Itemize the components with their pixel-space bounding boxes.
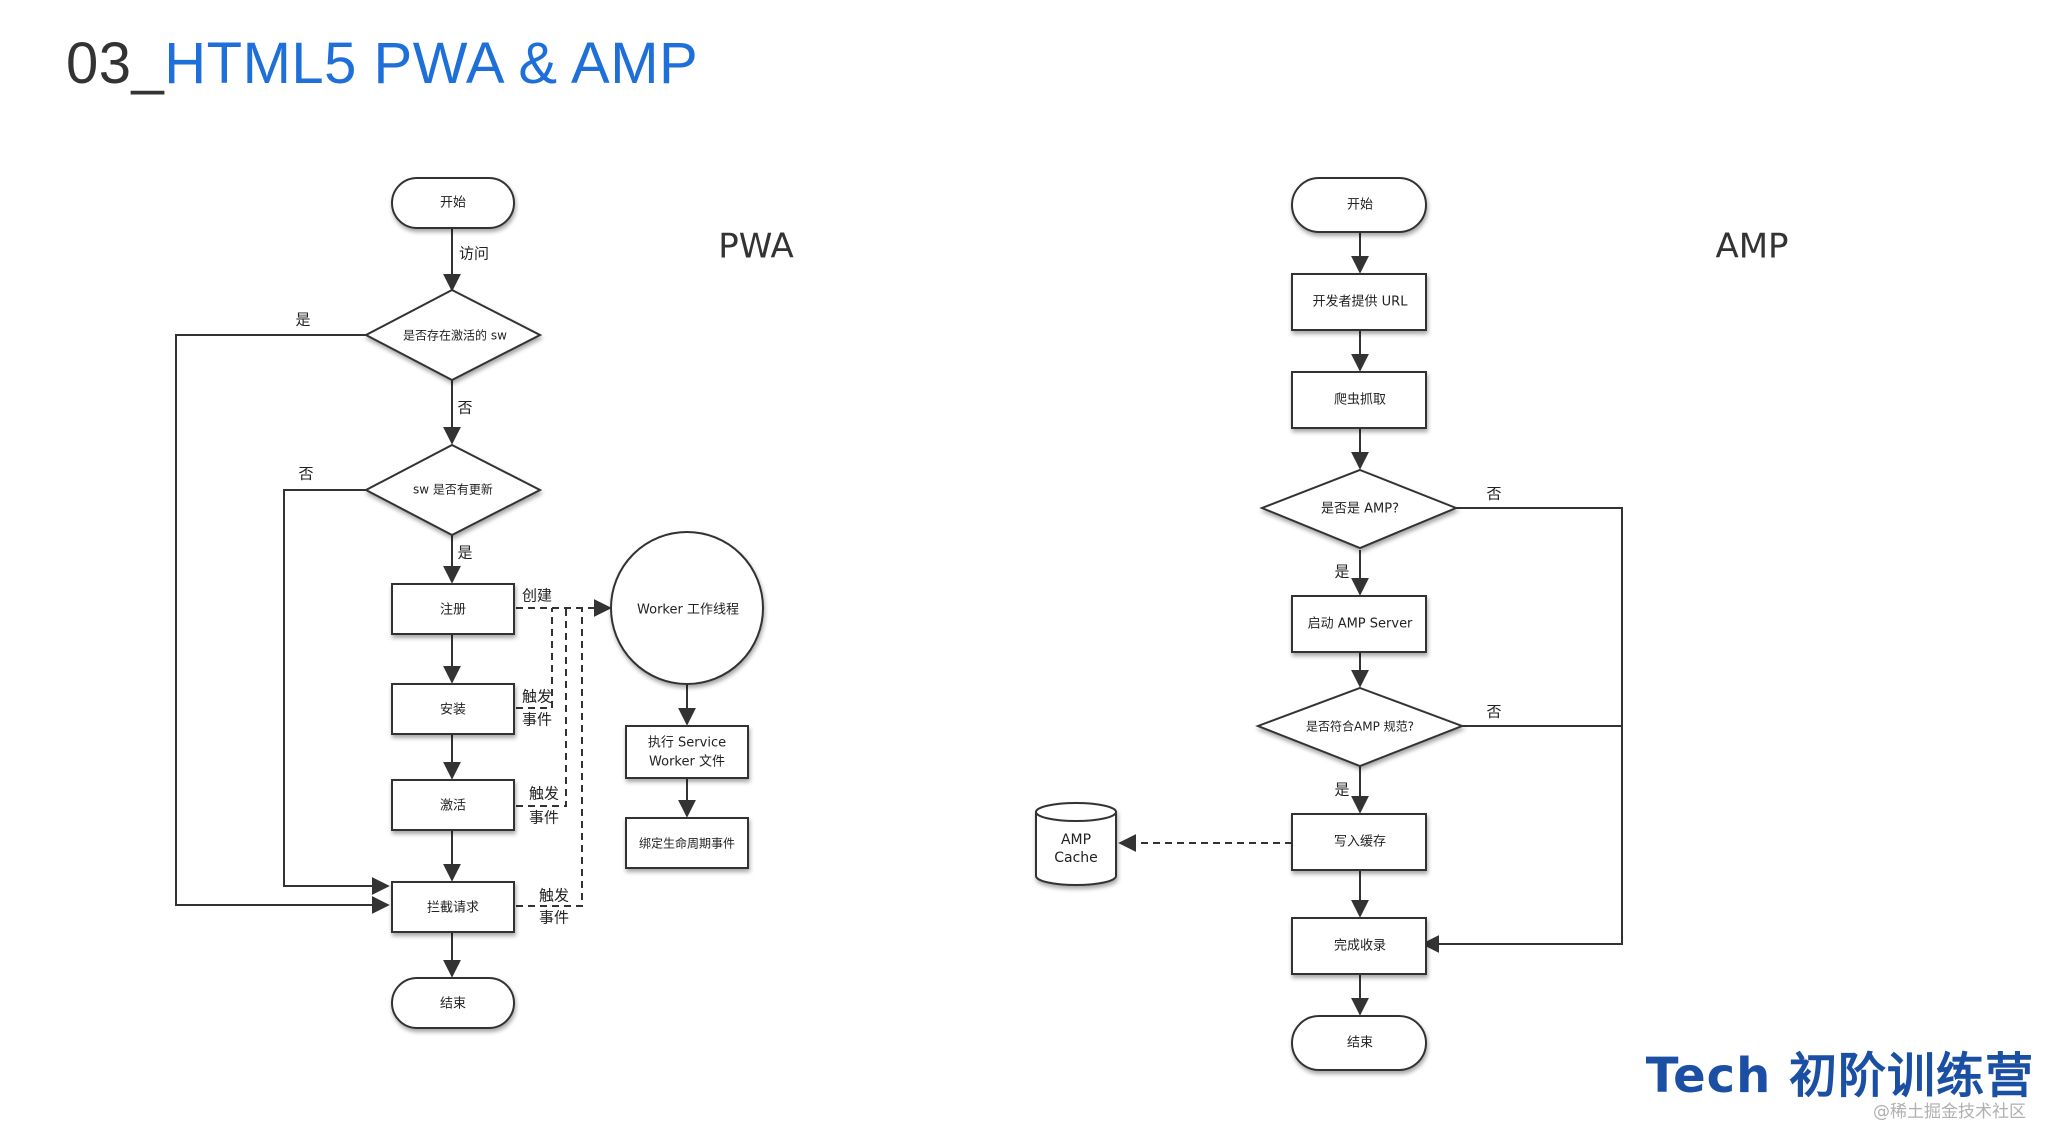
page-title: 03_HTML5 PWA & AMP	[66, 30, 698, 97]
edge-install-trigger	[516, 608, 553, 709]
amp-start-text: 开始	[1347, 198, 1373, 213]
pwa-label: PWA	[718, 227, 794, 267]
amp-end-node	[1291, 1015, 1427, 1071]
amp-cache-text-2: Cache	[1054, 850, 1098, 866]
amp-not-conform-label: 否	[1486, 703, 1501, 721]
pwa-activate-event-label: 事件	[529, 809, 559, 827]
amp-server-text: 启动 AMP Server	[1308, 617, 1413, 632]
pwa-visit-text: 访问	[459, 245, 489, 263]
pwa-active-yes-label: 是	[295, 311, 310, 329]
amp-url-node	[1291, 273, 1427, 331]
pwa-end-node	[391, 977, 515, 1029]
pwa-exec-text-1: 执行 Service	[648, 736, 726, 751]
amp-crawl-text: 爬虫抓取	[1334, 393, 1386, 408]
amp-text: AMP 开始 开发者提供 URL 爬虫抓取 是否是 AMP? 否 是 启动 AM…	[1054, 198, 1788, 1051]
pwa-dashed-edges	[516, 599, 612, 907]
edge-intercept-trigger	[516, 608, 583, 907]
amp-not-amp-label: 否	[1486, 485, 1501, 503]
amp-end-text: 结束	[1347, 1036, 1373, 1051]
amp-complete-node	[1291, 917, 1427, 975]
watermark: @稀土掘金技术社区	[1873, 1102, 2026, 1122]
amp-is-amp-text: 是否是 AMP?	[1321, 502, 1399, 517]
amp-start-node	[1291, 177, 1427, 233]
pwa-update-no-label: 否	[298, 465, 313, 483]
title-text: HTML5 PWA & AMP	[164, 31, 699, 96]
amp-label: AMP	[1715, 227, 1788, 267]
amp-server-node	[1291, 595, 1427, 653]
amp-conform-node	[1255, 686, 1465, 768]
pwa-register-text: 注册	[440, 603, 466, 618]
pwa-intercept-event-label: 事件	[539, 909, 569, 927]
amp-cache-text-1: AMP	[1061, 832, 1091, 848]
pwa-create-label: 创建	[522, 587, 552, 605]
edge-active-yes	[175, 334, 390, 914]
brand-logo: Tech 初阶训练营	[1645, 1048, 2034, 1104]
pwa-update-check-text: sw 是否有更新	[413, 482, 493, 497]
edge-activate-trigger	[516, 608, 567, 807]
pwa-exec-node	[625, 725, 749, 779]
pwa-worker-node	[610, 531, 764, 685]
pwa-activate-node	[391, 779, 515, 831]
amp-flowchart	[1351, 232, 1623, 1016]
amp-conform-text: 是否符合AMP 规范?	[1306, 719, 1414, 734]
pwa-update-yes-label: 是	[457, 544, 472, 562]
pwa-exec-text-2: Worker 文件	[649, 755, 725, 770]
pwa-activate-trigger-label: 触发	[529, 785, 559, 803]
pwa-intercept-trigger-label: 触发	[539, 887, 569, 905]
pwa-activate-text: 激活	[440, 799, 466, 814]
edge-update-no	[283, 489, 390, 895]
amp-write-node	[1291, 813, 1427, 871]
amp-conform-yes-label: 是	[1334, 781, 1349, 799]
pwa-install-trigger-label: 触发	[522, 688, 552, 706]
pwa-end-text: 结束	[440, 997, 466, 1012]
amp-is-amp-yes-label: 是	[1334, 563, 1349, 581]
amp-nodes	[1035, 177, 1465, 1071]
pwa-start-text: 开始	[440, 196, 466, 211]
pwa-install-text: 安装	[440, 703, 466, 718]
amp-is-amp-node	[1259, 468, 1459, 550]
pwa-flowchart	[175, 228, 696, 978]
pwa-register-node	[391, 583, 515, 635]
pwa-intercept-text: 拦截请求	[427, 901, 479, 916]
pwa-bind-text: 绑定生命周期事件	[639, 836, 735, 851]
pwa-nodes	[363, 177, 764, 1029]
amp-url-text: 开发者提供 URL	[1313, 294, 1409, 310]
pwa-worker-text: Worker 工作线程	[637, 603, 739, 618]
title-number: 03_	[66, 31, 165, 96]
amp-complete-text: 完成收录	[1334, 939, 1386, 954]
pwa-text: PWA 开始 访问 是否存在激活的 sw 是 否 sw 是否有更新 否 是 注册…	[295, 196, 793, 1012]
pwa-bind-node	[625, 817, 749, 869]
pwa-start-node	[391, 177, 515, 229]
pwa-update-check-node	[363, 443, 543, 537]
pwa-intercept-node	[391, 881, 515, 933]
amp-write-text: 写入缓存	[1334, 835, 1386, 850]
pwa-active-check-text: 是否存在激活的 sw	[403, 328, 507, 343]
pwa-active-no-label: 否	[457, 399, 472, 417]
pwa-active-check-node	[363, 288, 543, 382]
pwa-install-node	[391, 683, 515, 735]
pwa-install-event-label: 事件	[522, 711, 552, 729]
amp-cache-node	[1035, 802, 1117, 886]
amp-crawl-node	[1291, 371, 1427, 429]
